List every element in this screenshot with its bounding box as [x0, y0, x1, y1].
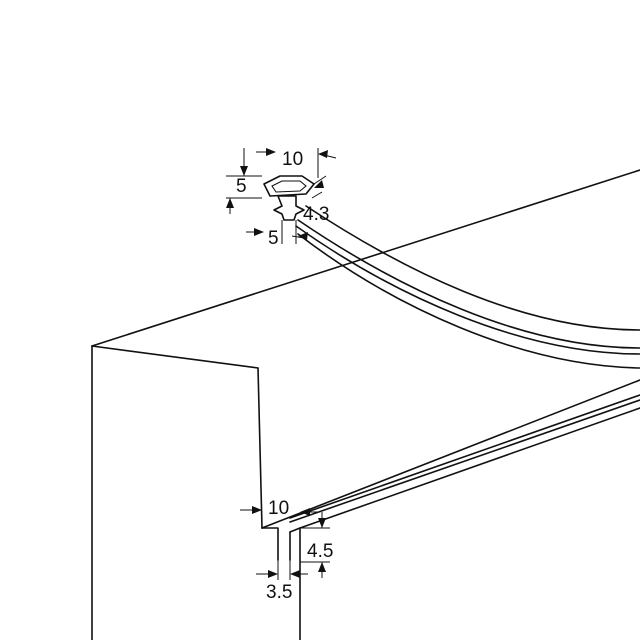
cabinet-front-face-edge [257, 367, 263, 529]
cabinet-front-top-edge [91, 345, 259, 369]
groove-dimensions: 10 4.5 3.5 [240, 498, 333, 603]
seal-bottom-edge [297, 233, 640, 369]
dim-lip-label: 4.3 [303, 204, 329, 225]
dim-foot-label: 5 [268, 228, 279, 249]
dim-height-arrow-bottom [226, 198, 234, 208]
dim-groove-width-arrow-left [252, 506, 262, 514]
dim-width-label: 10 [282, 149, 303, 170]
dim-groove-gap-arrow-right [290, 570, 300, 578]
dim-foot-arrow-right [298, 232, 308, 240]
rail-top-edge-2 [289, 399, 640, 523]
seal-groove-line-1 [297, 219, 640, 349]
groove-rail [261, 379, 640, 640]
rail-top-edge-1 [289, 394, 640, 519]
cabinet-body [91, 169, 640, 640]
dim-width-extensions [243, 148, 319, 178]
seal-groove-line-2 [295, 225, 640, 355]
rail-back-edge [261, 379, 640, 529]
dim-foot-extensions [281, 220, 297, 244]
dim-groove-gap-extensions [277, 560, 291, 580]
groove-left-wall [261, 527, 279, 561]
dim-width-arrow-right [318, 150, 328, 158]
dim-lip-leaders [311, 175, 327, 199]
dim-height-label: 5 [236, 176, 247, 197]
seal-strip [295, 205, 640, 369]
dim-lip-arrow [314, 180, 324, 188]
dim-width-arrow-left [266, 148, 276, 156]
rail-lip [289, 527, 301, 533]
dim-groove-width-arrow-right [300, 508, 310, 516]
dim-height-arrow-top [240, 166, 248, 176]
seal-top-edge [305, 205, 640, 331]
cabinet-top-back-edge [91, 169, 640, 347]
dim-groove-gap-arrow-left [268, 570, 278, 578]
seal-dimensions: 10 5 4.3 5 [226, 148, 337, 249]
dim-groove-gap-label: 3.5 [266, 582, 292, 603]
dim-groove-width-label: 10 [268, 498, 289, 519]
dim-groove-depth-arrow-bottom [318, 562, 326, 572]
dim-groove-depth-extensions [300, 527, 330, 563]
dim-foot-arrow-left [254, 228, 264, 236]
dim-groove-depth-arrow-top [318, 518, 326, 528]
seal-foot [273, 195, 305, 221]
seal-hollow [271, 180, 307, 193]
rail-front-edge [299, 407, 640, 529]
dim-groove-depth-label: 4.5 [307, 541, 333, 562]
